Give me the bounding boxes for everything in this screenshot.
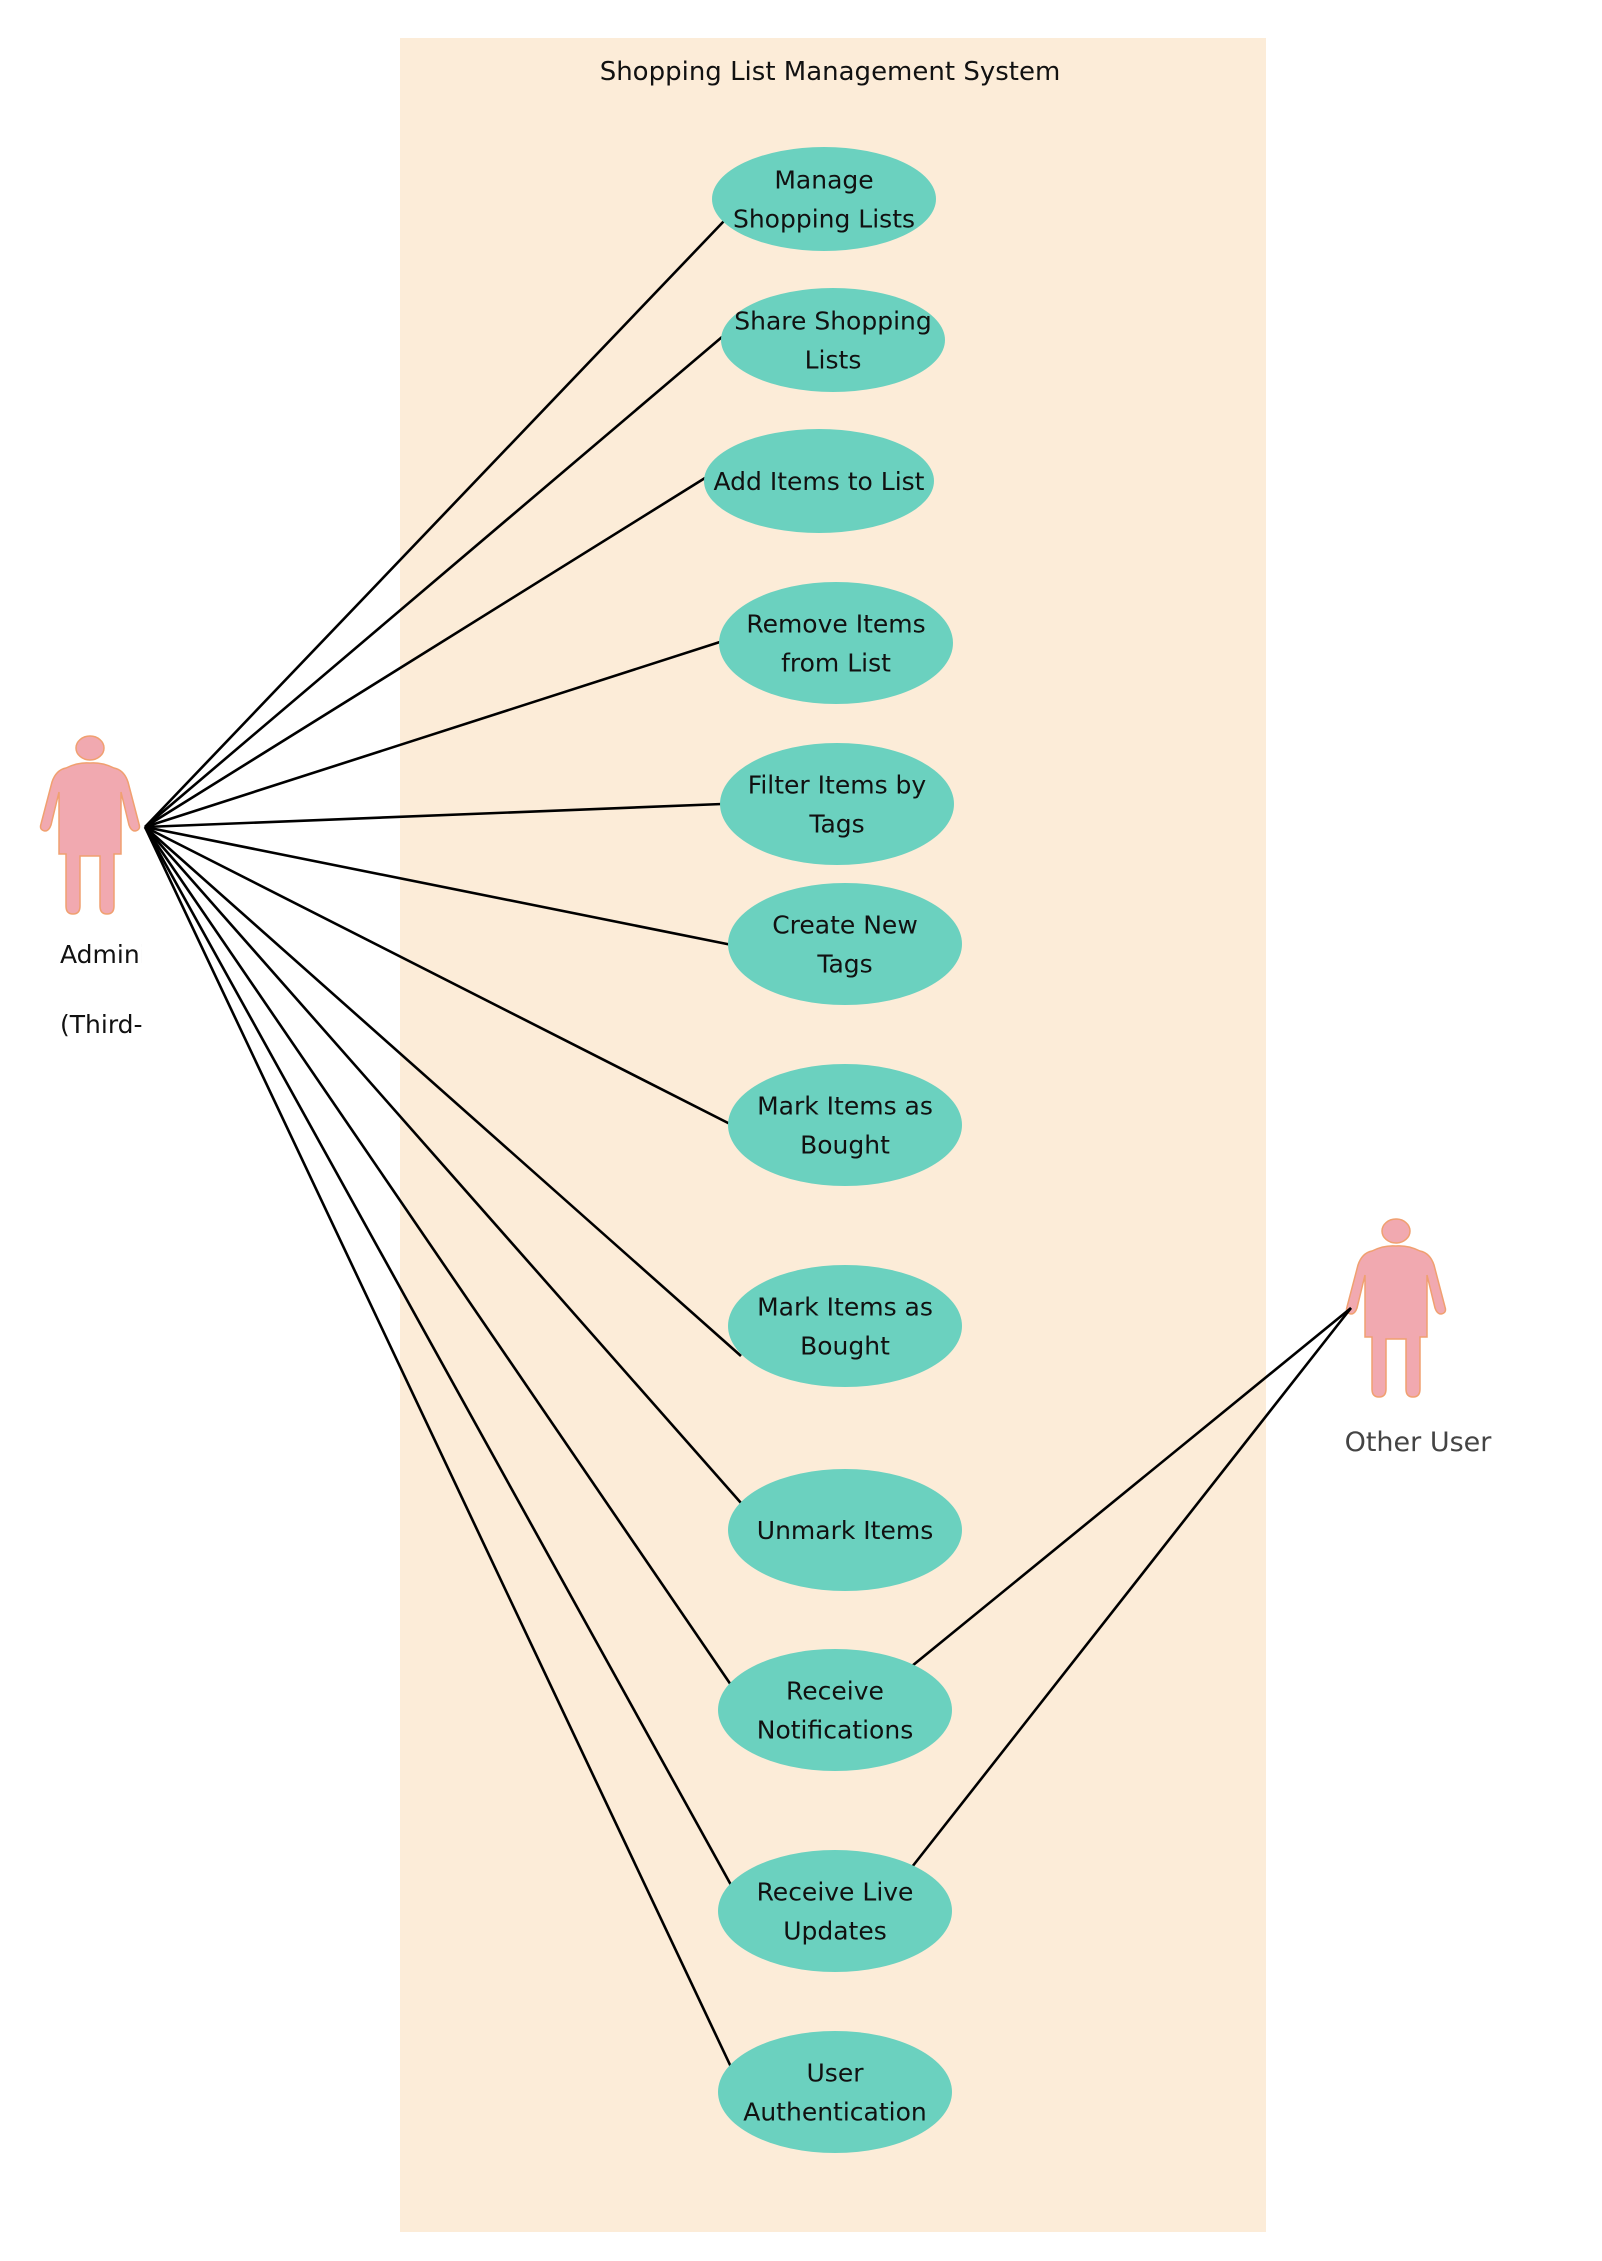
use-case-label: Shopping Lists	[733, 205, 915, 234]
use-case-label: Bought	[800, 1131, 890, 1160]
use-case-remove-items[interactable]: Remove Items from List	[719, 582, 953, 704]
association-line-administrator-uc-share-lists	[144, 336, 723, 828]
use-case-label: Receive	[786, 1677, 884, 1706]
association-line-administrator-uc-add-items	[144, 476, 706, 829]
use-case-label: Share Shopping	[734, 307, 932, 336]
association-line-administrator-uc-create-tags	[144, 825, 733, 947]
actor-body	[1345, 1245, 1447, 1398]
association-line-administrator-uc-receive-notifications	[143, 826, 733, 1686]
actor-other-user[interactable]: Other User	[1345, 1218, 1493, 1458]
actor-head	[75, 735, 105, 761]
use-case-label: Tags	[808, 810, 864, 839]
use-case-label: Unmark Items	[757, 1516, 933, 1545]
actor-label-clip	[142, 920, 262, 1070]
use-case-label: Updates	[783, 1917, 887, 1946]
association-line-administrator-uc-mark-bought-1	[144, 825, 735, 1128]
use-case-ellipse	[728, 1469, 962, 1591]
actor-administrator[interactable]: Adminis(Third-p	[39, 735, 160, 1039]
association-line-administrator-uc-receive-live-updates	[143, 826, 733, 1886]
use-case-label: Tags	[816, 950, 872, 979]
use-case-label: Notifications	[757, 1716, 913, 1745]
use-case-ellipse	[728, 1265, 962, 1387]
association-line-administrator-uc-mark-bought-2	[144, 826, 742, 1357]
use-case-label: Lists	[805, 346, 862, 375]
use-case-ellipse	[728, 883, 962, 1005]
use-case-filter-items[interactable]: Filter Items by Tags	[720, 743, 954, 865]
use-case-add-items[interactable]: Add Items to List	[704, 429, 934, 533]
use-case-ellipse	[712, 147, 936, 251]
actor-label: Other User	[1345, 1427, 1493, 1458]
use-case-ellipse	[718, 1850, 952, 1972]
use-case-ellipse	[719, 582, 953, 704]
use-case-mark-bought-2[interactable]: Mark Items as Bought	[728, 1265, 962, 1387]
use-case-ellipse	[718, 1649, 952, 1771]
use-case-label: User	[807, 2059, 865, 2088]
use-case-ellipse	[728, 1064, 962, 1186]
association-line-other-user-uc-receive-notifications	[911, 1306, 1352, 1668]
use-case-label: Mark Items as	[757, 1092, 933, 1121]
actor-icon	[39, 735, 141, 915]
use-case-ellipse	[718, 2031, 952, 2153]
use-case-label: Mark Items as	[757, 1293, 933, 1322]
association-line-administrator-uc-remove-items	[144, 639, 724, 829]
use-case-unmark-items[interactable]: Unmark Items	[728, 1469, 962, 1591]
association-line-administrator-uc-filter-items	[144, 802, 723, 829]
system-title: Shopping List Management System	[600, 57, 1061, 87]
use-case-label: Authentication	[743, 2098, 927, 2127]
association-line-administrator-uc-manage-lists	[144, 220, 725, 828]
actor-head	[1381, 1218, 1411, 1244]
use-case-ellipse	[721, 288, 945, 392]
use-case-label: Bought	[800, 1332, 890, 1361]
use-case-label: Manage	[774, 166, 873, 195]
use-case-mark-bought-1[interactable]: Mark Items as Bought	[728, 1064, 962, 1186]
association-lines	[143, 220, 1353, 2068]
association-line-administrator-uc-user-authentication	[143, 826, 733, 2068]
use-case-ellipse	[720, 743, 954, 865]
actor-icon	[1345, 1218, 1447, 1398]
actor-body	[39, 762, 141, 915]
use-case-label: Create New	[772, 911, 918, 940]
association-line-administrator-uc-unmark-items	[144, 826, 742, 1504]
use-case-ellipse	[704, 429, 934, 533]
use-case-label: Remove Items	[746, 610, 925, 639]
use-case-label: from List	[781, 649, 891, 678]
use-case-label: Filter Items by	[748, 771, 927, 800]
use-case-label: Receive Live	[757, 1878, 914, 1907]
use-case-label: Add Items to List	[714, 467, 925, 496]
association-line-other-user-uc-receive-live-updates	[910, 1307, 1353, 1868]
